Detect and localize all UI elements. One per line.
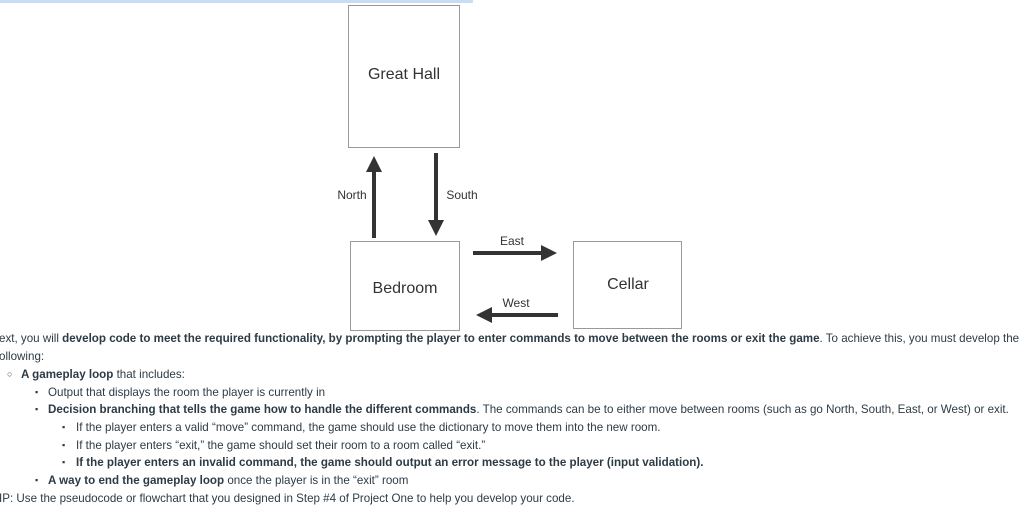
- intro-continued: ollowing:: [0, 350, 45, 363]
- list-item-end-loop: A way to end the gameplay loop once the …: [48, 474, 408, 488]
- circle-bullet-icon: ○: [7, 369, 13, 379]
- square-bullet-icon: ▪: [62, 422, 66, 432]
- room-cellar-label: Cellar: [607, 276, 649, 293]
- west-label: West: [502, 296, 530, 310]
- square-bullet-icon: ▪: [62, 440, 66, 450]
- loop-bold: A gameplay loop: [21, 368, 114, 381]
- intro-paragraph: ext, you will develop code to meet the r…: [0, 332, 1019, 346]
- sub-item-move: If the player enters a valid “move” comm…: [76, 421, 661, 434]
- square-bullet-icon: ▪: [35, 387, 39, 397]
- room-bedroom-box: [350, 241, 460, 331]
- intro-bold: develop code to meet the required functi…: [62, 332, 820, 345]
- room-great-hall-box: [348, 5, 460, 148]
- tip-paragraph: IP: Use the pseudocode or flowchart that…: [0, 492, 575, 505]
- south-label: South: [446, 188, 477, 202]
- square-bullet-icon: ▪: [62, 457, 66, 467]
- list-item-branching: Decision branching that tells the game h…: [48, 403, 1009, 417]
- room-bedroom-label: Bedroom: [373, 280, 438, 297]
- list-item-gameplay-loop: A gameplay loop that includes:: [21, 368, 185, 382]
- north-label: North: [337, 188, 366, 202]
- room-cellar-box: [573, 241, 682, 329]
- branching-bold: Decision branching that tells the game h…: [48, 403, 477, 416]
- list-item-output: Output that displays the room the player…: [48, 386, 326, 399]
- end-bold: A way to end the gameplay loop: [48, 474, 225, 487]
- square-bullet-icon: ▪: [35, 404, 39, 414]
- room-map-diagram: Great Hall Bedroom Cellar North South Ea…: [337, 5, 682, 331]
- east-label: East: [500, 234, 525, 248]
- room-great-hall-label: Great Hall: [368, 66, 440, 83]
- loop-text: that includes:: [113, 368, 185, 381]
- sub-item-exit: If the player enters “exit,” the game sh…: [76, 439, 486, 452]
- branching-text: . The commands can be to either move bet…: [476, 403, 1009, 416]
- intro-text: ext, you will: [0, 332, 63, 345]
- square-bullet-icon: ▪: [35, 475, 39, 485]
- intro-text-2: . To achieve this, you must develop the: [819, 332, 1020, 345]
- sub-item-invalid: If the player enters an invalid command,…: [76, 456, 704, 469]
- top-highlight-bar: [0, 0, 473, 3]
- end-text: once the player is in the “exit” room: [224, 474, 409, 487]
